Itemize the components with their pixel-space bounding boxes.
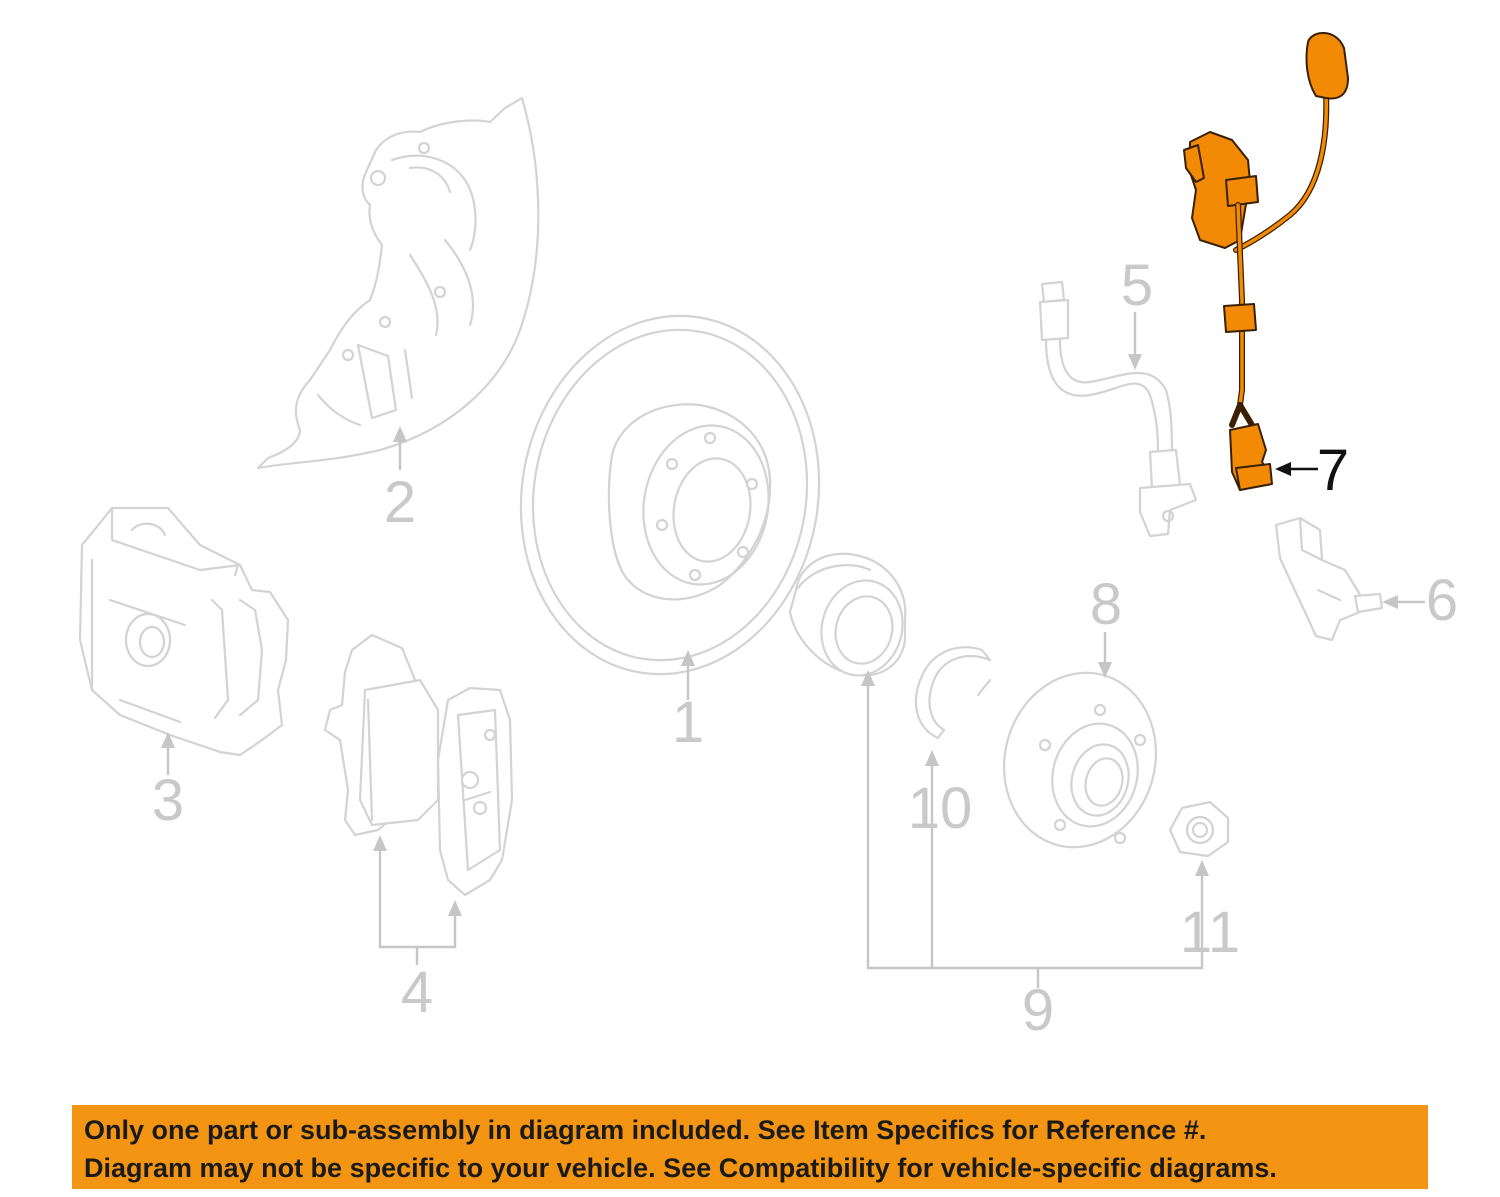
callout-11: 11 bbox=[1180, 900, 1240, 965]
part-7-abs-sensor-highlighted bbox=[1183, 32, 1349, 491]
callout-2: 2 bbox=[384, 470, 416, 535]
callout-8: 8 bbox=[1090, 572, 1122, 637]
callout-3: 3 bbox=[152, 768, 184, 833]
callout-leaders bbox=[161, 312, 1425, 988]
callout-5: 5 bbox=[1121, 253, 1153, 318]
parts-diagram: 1 2 3 4 5 6 7 8 9 10 11 bbox=[78, 32, 1458, 1043]
part-9-wheel-bearing bbox=[788, 552, 907, 677]
part-10-snap-ring bbox=[914, 646, 992, 740]
callout-7: 7 bbox=[1317, 438, 1349, 503]
callout-numbers: 1 2 3 4 5 6 7 8 9 10 11 bbox=[152, 253, 1458, 1043]
disclaimer-banner: Only one part or sub-assembly in diagram… bbox=[72, 1105, 1428, 1189]
callout-9: 9 bbox=[1022, 978, 1054, 1043]
part-1-brake-rotor bbox=[519, 314, 821, 676]
part-2-splash-shield bbox=[256, 96, 540, 470]
part-3-brake-caliper bbox=[78, 506, 290, 757]
part-11-hub-nut bbox=[1168, 800, 1230, 858]
part-5-brake-hose bbox=[1038, 280, 1198, 538]
callout-10: 10 bbox=[908, 776, 973, 841]
disclaimer-line-2: Diagram may not be specific to your vehi… bbox=[84, 1153, 1277, 1183]
disclaimer-line-1: Only one part or sub-assembly in diagram… bbox=[84, 1115, 1207, 1145]
part-4-brake-pads bbox=[323, 633, 514, 897]
part-6-sensor bbox=[1274, 516, 1384, 642]
parts-diagram-svg: 1 2 3 4 5 6 7 8 9 10 11 bbox=[78, 32, 1458, 1043]
callout-4: 4 bbox=[401, 960, 433, 1025]
part-8-wheel-hub bbox=[1002, 671, 1158, 849]
callout-1: 1 bbox=[672, 690, 704, 755]
callout-6: 6 bbox=[1426, 568, 1458, 633]
